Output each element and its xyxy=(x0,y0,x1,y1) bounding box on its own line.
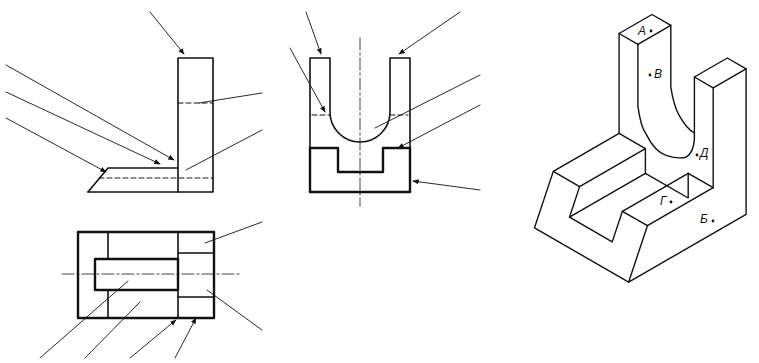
side-view-leaders xyxy=(290,12,480,190)
point-marks xyxy=(649,30,715,223)
isometric-view xyxy=(535,15,747,283)
top-view xyxy=(62,232,240,318)
front-view-leaders xyxy=(6,12,262,172)
top-view-leaders xyxy=(40,222,262,358)
point-label: В xyxy=(654,67,662,81)
point-label: Б xyxy=(700,212,708,226)
point-label: Д xyxy=(700,146,708,160)
point-label: А xyxy=(638,24,646,38)
side-view xyxy=(310,38,410,206)
point-label: Г xyxy=(660,194,667,208)
front-view xyxy=(88,58,213,192)
